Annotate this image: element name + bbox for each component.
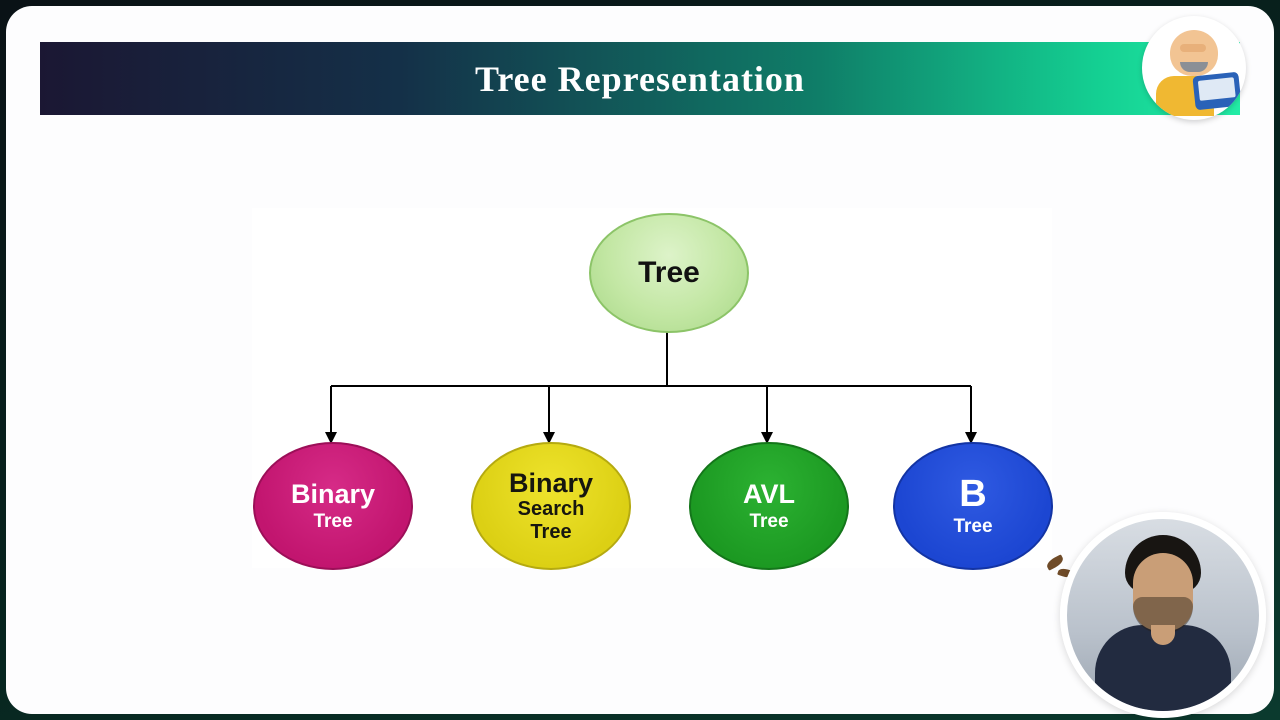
node-label: Binary <box>508 467 594 498</box>
node-binary-tree: Binary Tree <box>253 442 413 570</box>
node-sublabel: Tree <box>953 516 993 538</box>
node-label: B <box>959 472 987 515</box>
page-title: Tree Representation <box>475 58 805 99</box>
avatar-brow <box>1180 44 1206 52</box>
presenter-face-icon <box>1133 553 1193 631</box>
node-label: Binary <box>290 479 376 510</box>
laptop-icon <box>1192 71 1242 111</box>
avatar-mustache <box>1180 62 1208 72</box>
node-sublabel: Tree <box>313 510 353 532</box>
node-sublabel-2: Tree <box>530 521 572 544</box>
header-bar: Tree Representation <box>40 42 1240 115</box>
node-label: AVL <box>743 479 795 510</box>
laptop-screen <box>1197 77 1236 101</box>
node-b-tree: B Tree <box>893 442 1053 570</box>
tree-diagram: Tree Binary Tree Binary Search Tree AVL … <box>252 208 1053 570</box>
slide-background: Tree Representation Tree Binary <box>6 6 1274 718</box>
node-binary-search-tree: Binary Search Tree <box>471 442 631 570</box>
webcam-overlay <box>1060 512 1266 718</box>
avatar-badge <box>1142 16 1246 120</box>
tree-connectors <box>325 329 977 444</box>
node-sublabel: Search <box>517 498 585 521</box>
tree-root-node: Tree <box>589 213 749 333</box>
node-avl-tree: AVL Tree <box>689 442 849 570</box>
node-sublabel: Tree <box>749 510 789 532</box>
presenter-neck <box>1151 625 1175 645</box>
tree-root-label: Tree <box>638 256 700 290</box>
